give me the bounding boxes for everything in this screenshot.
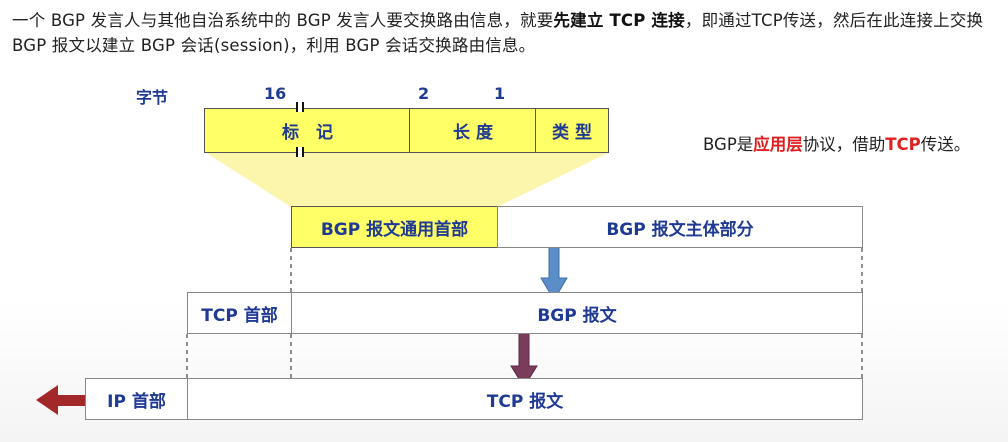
field-length-label: 长 度 bbox=[453, 123, 493, 143]
ip-payload-tcp-segment: TCP 报文 bbox=[187, 378, 863, 420]
intro-text-2: ，即通过TCP传送，然后在此连接上交换 BGP 报文以建立 BGP 会话(ses… bbox=[12, 11, 984, 55]
note-prefix: BGP是 bbox=[703, 135, 754, 154]
field-type: 类 型 bbox=[535, 108, 609, 153]
byte-count-length: 2 bbox=[418, 84, 430, 103]
note-middle: 协议，借助 bbox=[802, 135, 886, 154]
tcp-header-label: TCP 首部 bbox=[201, 305, 278, 326]
ip-header: IP 首部 bbox=[85, 378, 188, 420]
byte-count-type: 1 bbox=[494, 84, 506, 103]
bgp-general-header: BGP 报文通用首部 bbox=[291, 206, 498, 248]
byte-count-marker: 16 bbox=[264, 84, 287, 103]
field-marker-label: 标 记 bbox=[282, 123, 333, 143]
bytes-label: 字节 bbox=[136, 88, 169, 107]
note-highlight-layer: 应用层 bbox=[753, 135, 803, 154]
note-suffix: 传送。 bbox=[920, 135, 971, 154]
intro-paragraph: 一个 BGP 发言人与其他自治系统中的 BGP 发言人要交换路由信息，就要先建立… bbox=[12, 8, 1002, 58]
ip-payload-label: TCP 报文 bbox=[486, 391, 564, 412]
bgp-message-body: BGP 报文主体部分 bbox=[497, 206, 863, 248]
intro-text-1: 一个 BGP 发言人与其他自治系统中的 BGP 发言人要交换路由信息，就要 bbox=[12, 11, 554, 30]
note-highlight-tcp: TCP bbox=[885, 135, 921, 154]
break-mark-bottom bbox=[296, 147, 304, 157]
tcp-header: TCP 首部 bbox=[187, 292, 292, 334]
ip-header-label: IP 首部 bbox=[107, 391, 166, 412]
side-note: BGP是应用层协议，借助TCP传送。 bbox=[703, 131, 970, 155]
field-marker: 标 记 bbox=[204, 108, 411, 153]
bgp-general-header-label: BGP 报文通用首部 bbox=[320, 219, 469, 240]
field-type-label: 类 型 bbox=[552, 123, 592, 143]
tcp-payload-label: BGP 报文 bbox=[537, 305, 617, 326]
break-mark-top bbox=[296, 102, 304, 112]
intro-bold: 先建立 TCP 连接 bbox=[553, 11, 685, 30]
left-arrow-red bbox=[36, 385, 85, 415]
field-length: 长 度 bbox=[409, 108, 537, 153]
tcp-payload-bgp-message: BGP 报文 bbox=[291, 292, 863, 334]
expansion-funnel bbox=[205, 152, 610, 207]
bgp-message-body-label: BGP 报文主体部分 bbox=[606, 219, 754, 240]
